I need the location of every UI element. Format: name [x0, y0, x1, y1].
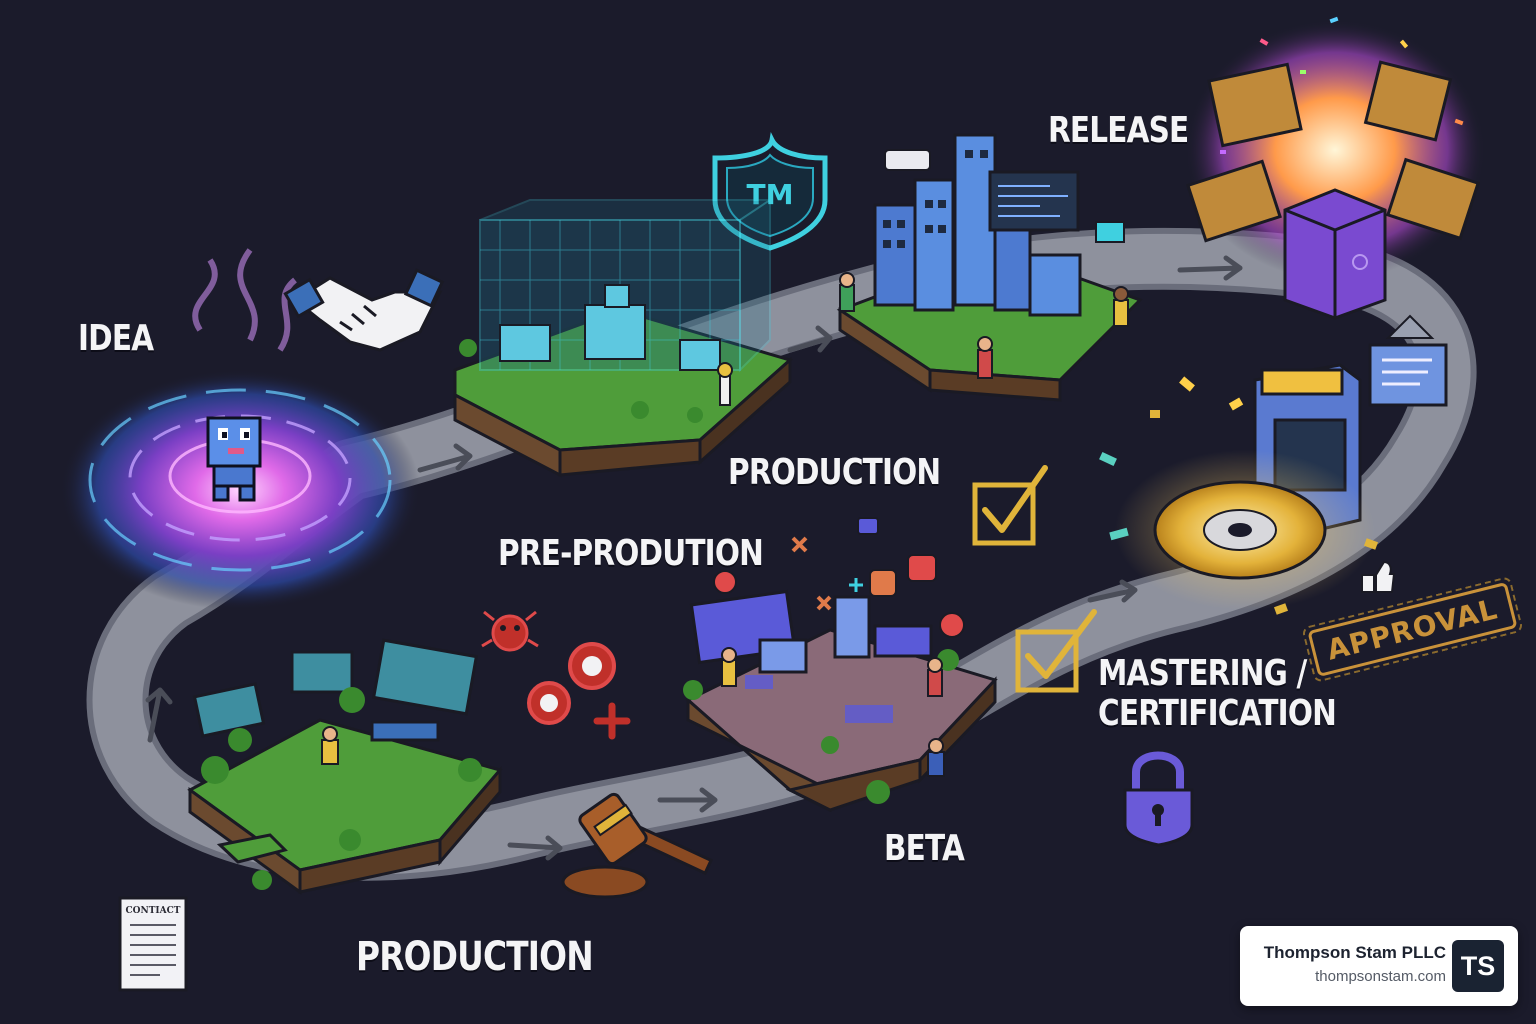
contract-icon: CONTIACT	[118, 896, 188, 992]
bug-icon	[481, 610, 539, 652]
production-island	[187, 638, 503, 895]
firm-name: Thompson Stam PLLC	[1263, 943, 1446, 962]
stage-label-mastering-line2: CERTIFICATION	[1098, 693, 1337, 734]
beta-island	[683, 589, 998, 813]
contract-title: CONTIACT	[126, 906, 181, 916]
arrow-icon	[1087, 579, 1138, 603]
stage-label-production-bottom: PRODUCTION	[356, 934, 594, 980]
stage-label-idea: IDEA	[78, 318, 154, 359]
arrow-icon	[1177, 255, 1243, 281]
arrow-icon	[417, 443, 473, 473]
checkbox-icon	[1015, 609, 1097, 693]
gold-disc-icon	[1115, 450, 1375, 610]
game-box-icon	[1186, 60, 1480, 243]
checkbox-icon	[972, 465, 1048, 546]
bug-icon	[568, 642, 616, 690]
road-arrows	[145, 255, 1243, 861]
stage-label-production-top: PRODUCTION	[728, 452, 941, 493]
arrow-icon	[507, 835, 563, 861]
trademark-shield-icon: TM	[712, 132, 828, 251]
firm-url-link[interactable]: thompsonstam.com	[1315, 968, 1446, 985]
stage-label-release: RELEASE	[1048, 110, 1189, 151]
padlock-icon	[1123, 751, 1194, 847]
confetti	[1220, 16, 1464, 154]
firm-card[interactable]: Thompson Stam PLLC thompsonstam.com TS	[1240, 926, 1518, 1006]
confetti	[1099, 376, 1379, 615]
firm-logo: TS	[1452, 940, 1504, 992]
trademark-text: TM	[747, 178, 794, 211]
handshake-icon	[283, 268, 445, 352]
stage-label-mastering: MASTERING / CERTIFICATION	[1098, 653, 1337, 734]
plus-icon	[593, 702, 631, 740]
arrow-icon	[145, 687, 173, 743]
arrow-icon	[657, 787, 718, 813]
gavel-icon	[561, 792, 714, 899]
bug-icon	[527, 681, 571, 725]
pixel-character-icon	[206, 416, 262, 502]
stage-label-pre-production: PRE-PRODUTION	[498, 533, 764, 574]
preproduction-island	[453, 198, 794, 478]
production-city-island	[836, 133, 1143, 402]
arrow-icon	[787, 325, 833, 353]
stage-label-mastering-line1: MASTERING /	[1098, 653, 1307, 694]
stage-label-beta: BETA	[884, 828, 965, 869]
document-icon	[1368, 314, 1448, 407]
thumbs-up-icon	[1361, 560, 1396, 593]
feedback-bubbles	[713, 517, 965, 638]
